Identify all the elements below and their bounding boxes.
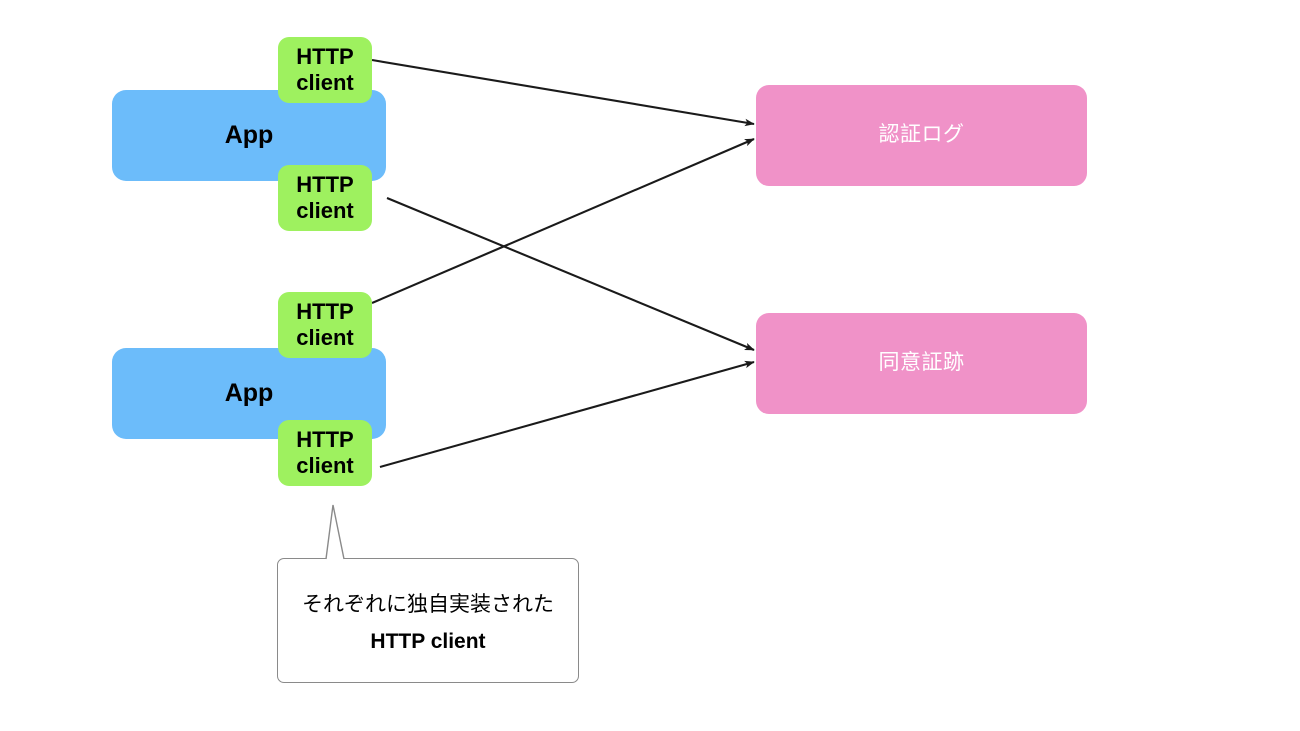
callout-line-2: HTTP client bbox=[370, 629, 486, 653]
store-node-consent-evidence-label: 同意証跡 bbox=[878, 351, 965, 375]
http-client-node-3[interactable]: HTTP client bbox=[278, 292, 372, 358]
http-client-node-1[interactable]: HTTP client bbox=[278, 37, 372, 103]
http-client-node-4[interactable]: HTTP client bbox=[278, 420, 372, 486]
callout-http-client-note[interactable]: それぞれに独自実装された HTTP client bbox=[277, 558, 579, 683]
app-node-2-label: App bbox=[224, 378, 274, 407]
http-client-node-4-label: HTTP client bbox=[296, 427, 354, 478]
store-node-consent-evidence[interactable]: 同意証跡 bbox=[756, 313, 1087, 414]
http-client-node-3-label: HTTP client bbox=[296, 299, 354, 350]
edge-client4-to-consent-evidence bbox=[379, 360, 755, 469]
http-client-node-2[interactable]: HTTP client bbox=[278, 165, 372, 231]
http-client-node-1-label: HTTP client bbox=[296, 44, 354, 95]
store-node-auth-log[interactable]: 認証ログ bbox=[756, 85, 1087, 186]
callout-tail-pointer bbox=[325, 504, 345, 560]
app-node-1-label: App bbox=[224, 120, 274, 149]
http-client-node-2-label: HTTP client bbox=[296, 172, 354, 223]
store-node-auth-log-label: 認証ログ bbox=[878, 123, 965, 147]
callout-line-1: それぞれに独自実装された bbox=[302, 592, 554, 616]
edge-client1-to-auth-log bbox=[371, 58, 755, 127]
edge-client2-to-consent-evidence bbox=[386, 197, 755, 351]
edge-client3-to-auth-log bbox=[371, 138, 755, 304]
